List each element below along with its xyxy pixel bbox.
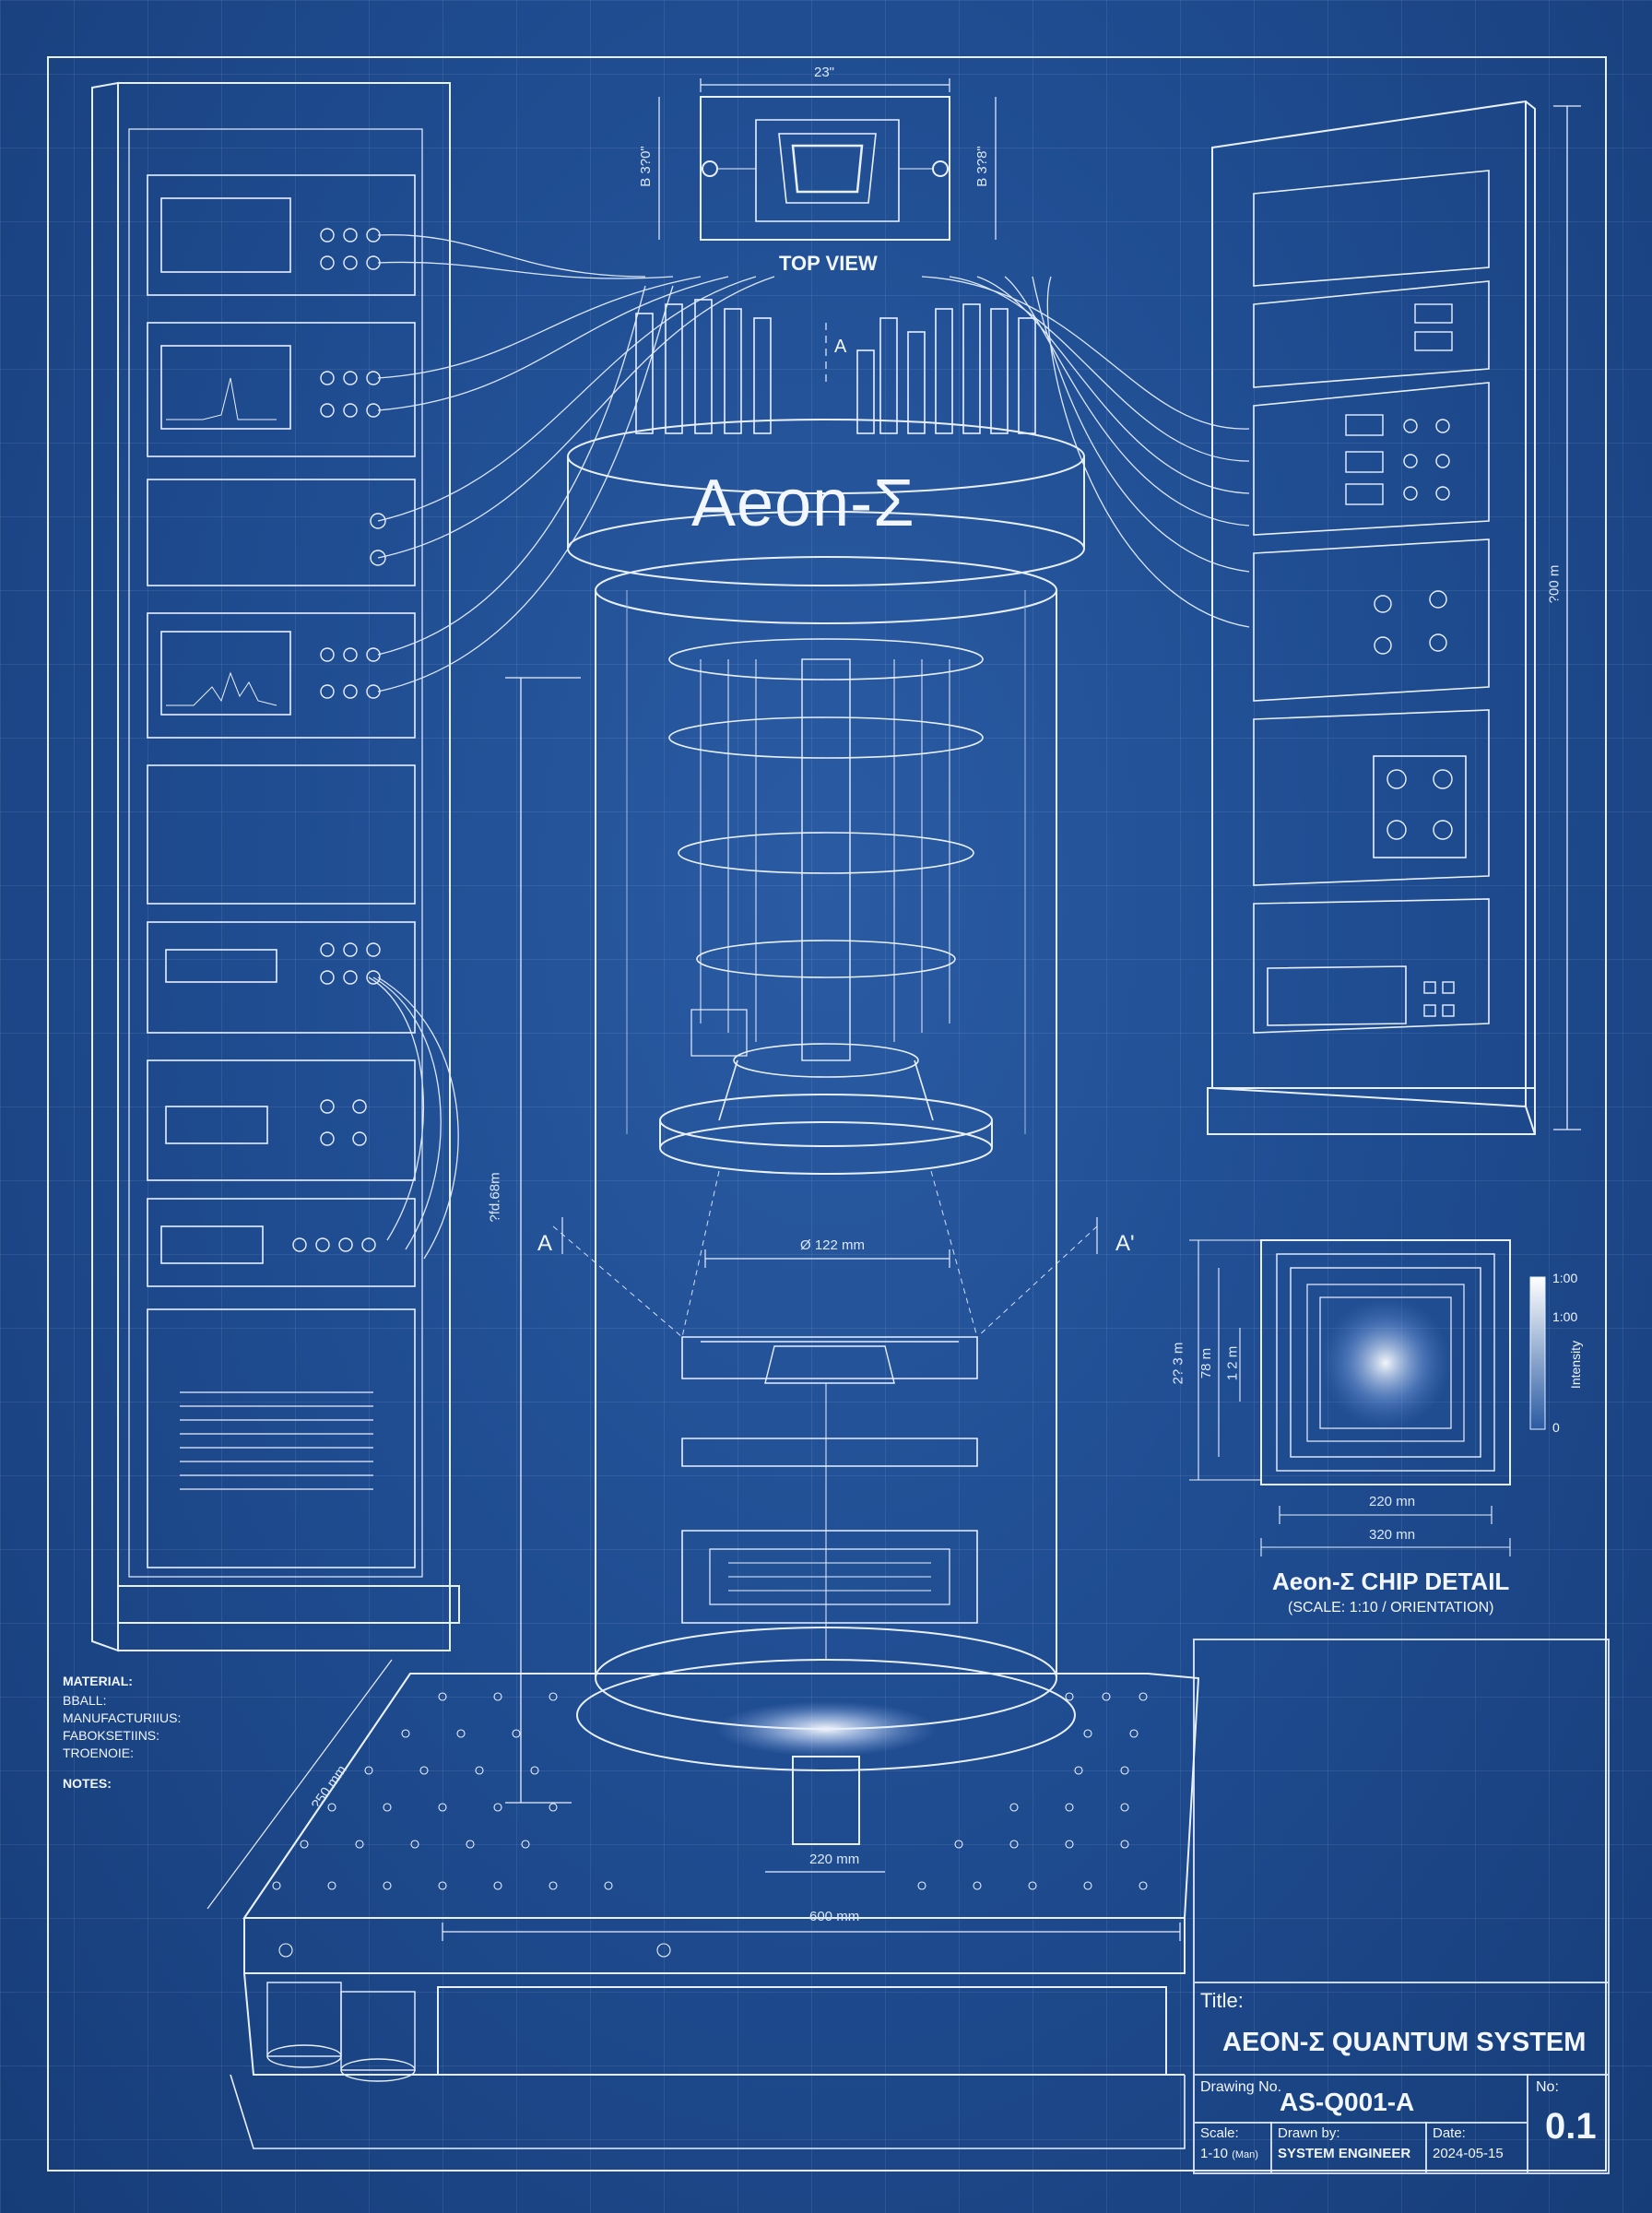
title-value: AEON-Σ QUANTUM SYSTEM xyxy=(1222,2028,1587,2057)
scale-unit-text: (Man) xyxy=(1232,2149,1258,2160)
chip-scale-tick-top: 1:00 xyxy=(1552,1271,1578,1285)
section-mark-top: A xyxy=(834,337,847,357)
notes-line-4: TROENOIE: xyxy=(63,1746,135,1760)
scale-value: 1-10 (Man) xyxy=(1200,2146,1258,2161)
chip-width-inner-dim: 220 mn xyxy=(1369,1494,1416,1509)
chip-dim-left-2: 78 m xyxy=(1198,1347,1215,1379)
top-view-left-dim: B 3?0" xyxy=(637,146,654,187)
date-value: 2024-05-15 xyxy=(1433,2146,1504,2161)
right-equipment-rack xyxy=(921,100,1581,1135)
cryostat-assembly xyxy=(505,299,1098,1845)
cylinder-height-dim: ?fd.68m xyxy=(487,1172,503,1223)
title-block: Title: AEON-Σ QUANTUM SYSTEM Drawing No.… xyxy=(1193,1639,1610,2174)
notes-line-1: BBALL: xyxy=(63,1693,107,1708)
notes-line-2: MANUFACTURIIUS: xyxy=(63,1710,182,1725)
base-outer-dim: 600 mm xyxy=(809,1909,860,1924)
chip-detail-drawing xyxy=(1189,1239,1546,1556)
drawn-by-value: SYSTEM ENGINEER xyxy=(1278,2146,1411,2161)
chip-width-outer-dim: 320 mn xyxy=(1369,1527,1416,1543)
drawing-no-value: AS-Q001-A xyxy=(1280,2088,1415,2116)
chip-scale-tick-mid: 1:00 xyxy=(1552,1309,1578,1324)
inner-diameter-dim: Ø 122 mm xyxy=(800,1237,866,1253)
section-mark-right: A' xyxy=(1115,1231,1135,1256)
notes-line-3: FABOKSETIINS: xyxy=(63,1728,160,1743)
top-view-right-dim: B 3?8" xyxy=(974,146,990,187)
notes-label: NOTES: xyxy=(63,1776,112,1791)
outer-frame xyxy=(47,56,1607,2172)
chip-detail-subtitle: (SCALE: 1:10 / ORIENTATION) xyxy=(1288,1600,1494,1615)
scale-label: Scale: xyxy=(1200,2125,1239,2141)
drawing-no-label: Drawing No. xyxy=(1200,2079,1282,2095)
drawn-by-label: Drawn by: xyxy=(1278,2125,1340,2141)
left-equipment-rack xyxy=(91,81,775,1652)
title-label: Title: xyxy=(1200,1989,1244,2012)
notes-material: MATERIAL: xyxy=(63,1674,133,1688)
optical-table xyxy=(206,1659,1200,2149)
scale-value-text: 1-10 xyxy=(1200,2146,1229,2161)
base-inner-dim: 220 mm xyxy=(809,1852,860,1867)
top-view-drawing xyxy=(658,78,997,241)
chip-detail-title: Aeon-Σ CHIP DETAIL xyxy=(1272,1568,1510,1595)
chip-dim-left-3: 1 2 m xyxy=(1224,1345,1241,1381)
chip-scale-tick-bottom: 0 xyxy=(1552,1420,1560,1435)
date-label: Date: xyxy=(1433,2125,1466,2141)
top-view-width-dim: 23" xyxy=(814,65,835,80)
section-mark-left: A xyxy=(537,1231,553,1256)
revision-label: No: xyxy=(1536,2079,1559,2095)
top-view-label: TOP VIEW xyxy=(779,252,878,275)
chip-dim-left-1: 2? 3 m xyxy=(1170,1342,1186,1385)
device-name-label: Aeon-Σ xyxy=(691,467,915,540)
rack-height-dim: ?00 m xyxy=(1546,564,1563,604)
revision-value: 0.1 xyxy=(1545,2106,1597,2147)
chip-scale-label: Intensity xyxy=(1568,1340,1584,1390)
